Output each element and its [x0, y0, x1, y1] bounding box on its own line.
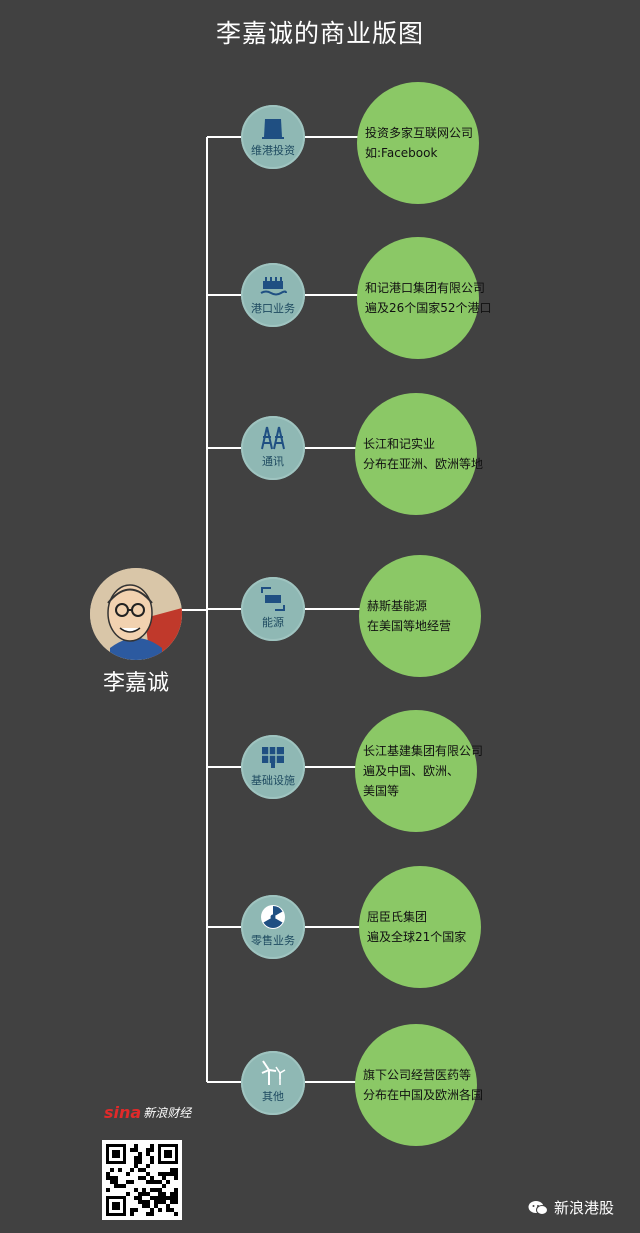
branch-node-0: 维港投资 — [241, 105, 305, 169]
branch-label: 其他 — [262, 1090, 284, 1103]
page-title: 李嘉诚的商业版图 — [215, 19, 424, 48]
bubble-line: 和记港口集团有限公司 — [365, 281, 486, 295]
branch-node-4: 基础设施 — [241, 735, 305, 799]
sina-brand: sina — [104, 1103, 142, 1122]
building-icon — [262, 119, 284, 139]
bubble-line: 旗下公司经营医药等 — [363, 1068, 472, 1082]
bubble-line: 长江和记实业 — [363, 437, 436, 451]
person-name: 李嘉诚 — [102, 671, 169, 696]
wechat-icon — [528, 1200, 548, 1215]
wind-turbine-icon — [261, 1060, 286, 1085]
avatar — [90, 568, 182, 660]
solar-panel-icon — [262, 747, 284, 768]
branch-label: 通讯 — [262, 455, 284, 468]
radiation-icon — [261, 905, 285, 929]
bubble-line: 长江基建集团有限公司 — [363, 744, 484, 758]
branch-node-2: 通讯 — [241, 416, 305, 480]
wechat-account: 新浪港股 — [528, 1197, 614, 1218]
branch-label: 维港投资 — [251, 144, 295, 157]
bubble-line: 分布在中国及欧洲各国 — [363, 1088, 484, 1102]
branch-bubble-5: 屈臣氏集团 遍及全球21个国家 — [359, 866, 481, 988]
bubble-line: 遍及全球21个国家 — [367, 930, 467, 944]
branch-label: 港口业务 — [251, 302, 295, 315]
branch-bubble-3: 赫斯基能源 在美国等地经营 — [359, 555, 481, 677]
branch-bubble-6: 旗下公司经营医药等 分布在中国及欧洲各国 — [355, 1024, 483, 1146]
qr-code — [102, 1140, 182, 1220]
branch-label: 基础设施 — [251, 774, 295, 787]
branch-bubble-2: 长江和记实业 分布在亚洲、欧洲等地 — [355, 393, 483, 515]
branch-bubble-4: 长江基建集团有限公司 遍及中国、欧洲、美国等 — [355, 710, 483, 832]
branch-bubble-1: 和记港口集团有限公司 遍及26个国家52个港口 — [357, 237, 492, 359]
sina-text: 新浪财经 — [143, 1106, 192, 1120]
bubble-line: 投资多家互联网公司 — [365, 126, 474, 140]
port-icon — [260, 277, 287, 296]
bubble-line: 如:Facebook — [365, 146, 438, 160]
branch-label: 零售业务 — [251, 934, 295, 947]
bubble-line: 赫斯基能源 — [367, 599, 428, 613]
branch-bubble-0: 投资多家互联网公司 如:Facebook — [357, 82, 479, 204]
energy-icon — [261, 587, 285, 611]
branch-node-5: 零售业务 — [241, 895, 305, 959]
bubble-line: 屈臣氏集团 — [367, 910, 428, 924]
branch-node-1: 港口业务 — [241, 263, 305, 327]
branch-label: 能源 — [262, 616, 284, 629]
bubble-line: 分布在亚洲、欧洲等地 — [363, 457, 484, 471]
branch-node-6: 其他 — [241, 1051, 305, 1115]
bubble-line: 在美国等地经营 — [367, 619, 452, 633]
wechat-account-name: 新浪港股 — [554, 1199, 615, 1217]
sina-logo: sina 新浪财经 — [104, 1103, 191, 1122]
branch-node-3: 能源 — [241, 577, 305, 641]
bubble-line: 遍及26个国家52个港口 — [365, 301, 492, 315]
tower-icon — [261, 426, 285, 450]
bubble-line: 遍及中国、欧洲、美国等 — [363, 764, 460, 798]
